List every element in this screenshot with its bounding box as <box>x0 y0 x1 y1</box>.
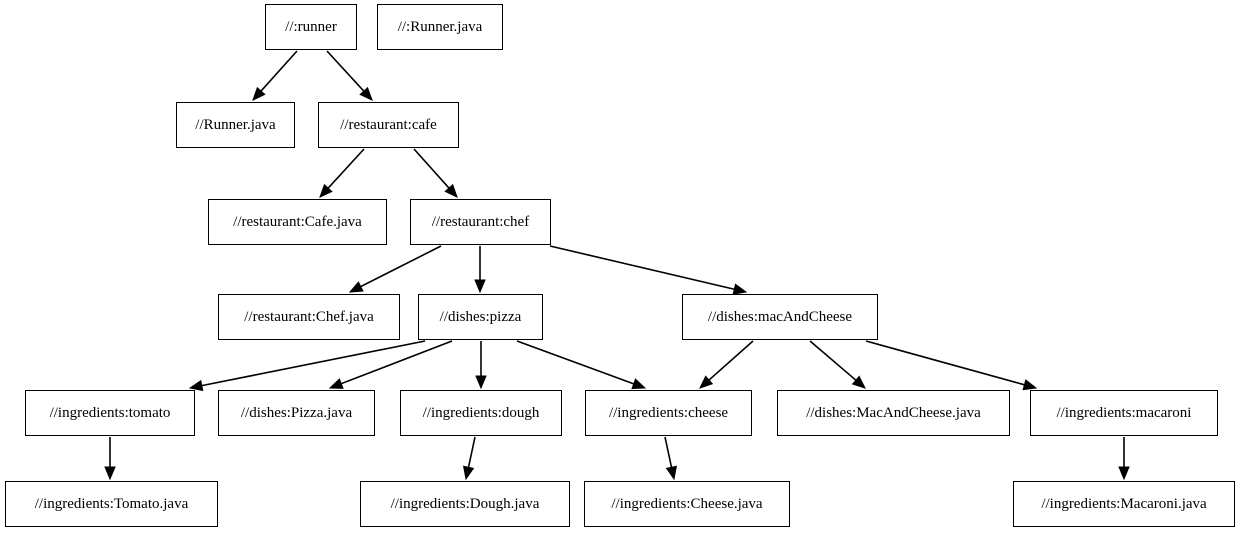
arrowhead-icon <box>188 379 204 392</box>
graph-node-label: //restaurant:chef <box>431 213 530 230</box>
graph-node-ing_cheese: //ingredients:cheese <box>585 390 752 436</box>
graph-edge-ing_tomato-to-tomato_java <box>104 437 116 481</box>
arrowhead-icon <box>444 183 458 198</box>
graph-edge-dishes_pizza-to-pizza_java <box>328 340 453 389</box>
graph-node-macaroni_java: //ingredients:Macaroni.java <box>1013 481 1235 527</box>
graph-node-label: //ingredients:Macaroni.java <box>1041 495 1207 512</box>
arrowhead-icon <box>252 86 266 101</box>
graph-node-restaurant_cafe: //restaurant:cafe <box>318 102 459 148</box>
graph-node-dishes_pizza: //dishes:pizza <box>418 294 543 340</box>
graph-edge-ing_cheese-to-cheese_java <box>664 436 678 481</box>
graph-edge-dishes_pizza-to-ing_cheese <box>516 340 647 390</box>
graph-node-chef_java: //restaurant:Chef.java <box>218 294 400 340</box>
arrowhead-icon <box>732 283 748 295</box>
arrowhead-icon <box>1118 466 1130 481</box>
graph-edge-ing_dough-to-dough_java <box>462 436 476 481</box>
graph-node-dough_java: //ingredients:Dough.java <box>360 481 570 527</box>
graph-node-label: //restaurant:Cafe.java <box>233 213 362 230</box>
graph-node-cheese_java: //ingredients:Cheese.java <box>584 481 790 527</box>
graph-node-runner: //:runner <box>265 4 357 50</box>
graph-node-ing_macaroni: //ingredients:macaroni <box>1030 390 1218 436</box>
graph-edge-restaurant_chef-to-dishes_mac <box>549 245 748 295</box>
graph-node-label: //ingredients:cheese <box>608 404 729 421</box>
arrowhead-icon <box>1022 379 1038 391</box>
graph-node-label: //ingredients:Cheese.java <box>611 495 763 512</box>
graph-node-label: //:Runner.java <box>397 18 483 35</box>
graph-node-runner_java: //Runner.java <box>176 102 295 148</box>
graph-node-label: //ingredients:Dough.java <box>390 495 540 512</box>
graph-node-label: //dishes:pizza <box>439 308 522 325</box>
graph-node-label: //dishes:macAndCheese <box>707 308 853 325</box>
graph-node-label: //ingredients:dough <box>422 404 540 421</box>
graph-node-label: //ingredients:tomato <box>49 404 171 421</box>
graph-edge-dishes_pizza-to-ing_tomato <box>188 340 426 392</box>
arrowhead-icon <box>474 279 486 294</box>
graph-edge-ing_macaroni-to-macaroni_java <box>1118 437 1130 481</box>
graph-node-dishes_mac: //dishes:macAndCheese <box>682 294 878 340</box>
arrowhead-icon <box>699 375 714 389</box>
arrowhead-icon <box>851 375 866 389</box>
graph-edge-restaurant_chef-to-dishes_pizza <box>474 246 486 294</box>
graph-node-cafe_java: //restaurant:Cafe.java <box>208 199 387 245</box>
graph-edge-dishes_mac-to-mac_java <box>809 340 866 389</box>
graph-node-label: //:runner <box>285 18 337 35</box>
graph-node-runner_java_root: //:Runner.java <box>377 4 503 50</box>
graph-edge-runner-to-restaurant_cafe <box>326 50 373 101</box>
graph-node-label: //ingredients:macaroni <box>1056 404 1192 421</box>
graph-node-label: //restaurant:cafe <box>340 116 437 133</box>
graph-node-ing_dough: //ingredients:dough <box>400 390 562 436</box>
graph-node-mac_java: //dishes:MacAndCheese.java <box>777 390 1010 436</box>
graph-edge-dishes_mac-to-ing_macaroni <box>865 340 1038 391</box>
arrowhead-icon <box>631 378 647 390</box>
graph-node-ing_tomato: //ingredients:tomato <box>25 390 195 436</box>
graph-edge-dishes_pizza-to-ing_dough <box>475 341 487 390</box>
graph-node-tomato_java: //ingredients:Tomato.java <box>5 481 218 527</box>
arrowhead-icon <box>348 281 364 293</box>
arrowhead-icon <box>665 465 678 481</box>
graph-node-label: //dishes:MacAndCheese.java <box>806 404 981 421</box>
graph-node-label: //ingredients:Tomato.java <box>34 495 189 512</box>
graph-edge-restaurant_cafe-to-cafe_java <box>319 148 365 198</box>
graph-node-pizza_java: //dishes:Pizza.java <box>218 390 375 436</box>
arrowhead-icon <box>462 465 475 481</box>
graph-edge-dishes_mac-to-ing_cheese <box>699 340 754 389</box>
graph-edge-runner-to-runner_java <box>252 50 298 101</box>
arrowhead-icon <box>359 86 373 101</box>
arrowhead-icon <box>319 183 333 198</box>
graph-node-label: //Runner.java <box>195 116 276 133</box>
graph-edge-restaurant_chef-to-chef_java <box>348 245 442 293</box>
graph-node-label: //dishes:Pizza.java <box>240 404 353 421</box>
graph-node-restaurant_chef: //restaurant:chef <box>410 199 551 245</box>
arrowhead-icon <box>475 375 487 390</box>
arrowhead-icon <box>104 466 116 481</box>
arrowhead-icon <box>328 378 344 389</box>
graph-edge-restaurant_cafe-to-restaurant_chef <box>413 148 458 198</box>
graph-node-label: //restaurant:Chef.java <box>244 308 374 325</box>
